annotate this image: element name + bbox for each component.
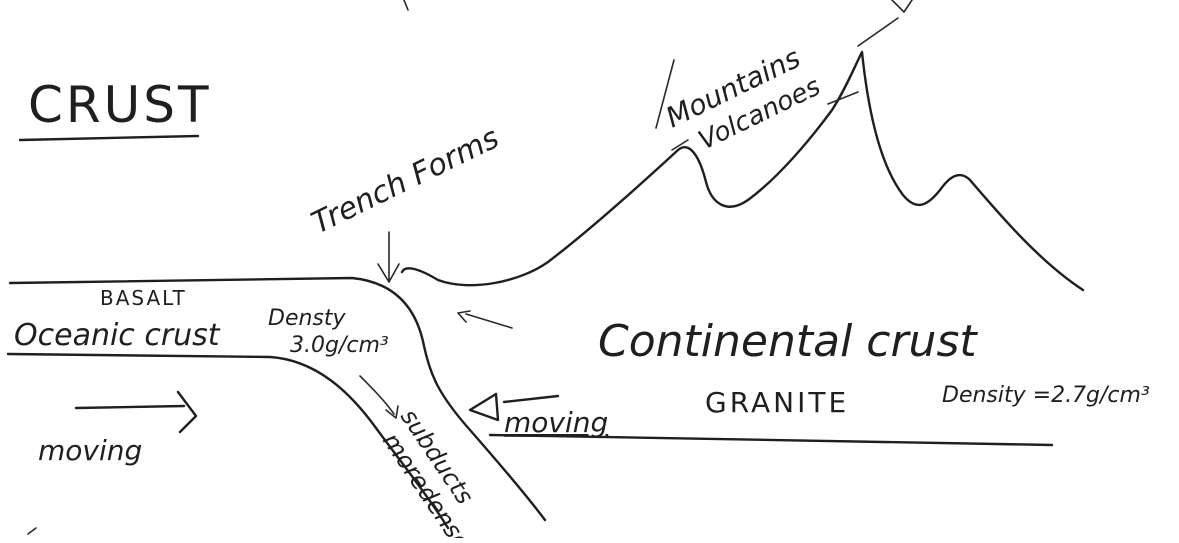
continental-surface-line bbox=[400, 50, 1085, 292]
volcano-top-line bbox=[857, 17, 899, 47]
granite-label: GRANITE bbox=[705, 386, 849, 419]
oceanic-plate-top bbox=[8, 276, 547, 522]
continental-base-line bbox=[488, 433, 1054, 447]
oceanic-plate-bottom bbox=[6, 352, 450, 530]
subduction-arrow bbox=[359, 375, 399, 419]
title-underline bbox=[18, 134, 200, 142]
basalt-label: BASALT bbox=[100, 286, 187, 310]
oceanic-density-line2: 3.0g/cm³ bbox=[290, 333, 389, 358]
moving-label-oceanic: moving bbox=[38, 434, 142, 467]
oceanic-motion-arrow bbox=[74, 390, 198, 434]
continental-crust-label: Continental crust bbox=[598, 316, 978, 367]
moving-label-continental: moving bbox=[504, 406, 608, 439]
trench-label: Trench Forms bbox=[306, 120, 504, 241]
volcano-side-mark bbox=[827, 91, 859, 105]
continental-motion-arrow bbox=[468, 392, 560, 422]
mountains-tick bbox=[671, 139, 689, 151]
trench-label-group: Trench Forms bbox=[306, 120, 504, 241]
diagram-title: CRUST bbox=[28, 76, 212, 134]
oceanic-density-line1: Densty bbox=[268, 306, 347, 331]
volcano-top-tick bbox=[891, 0, 913, 13]
scan-mark-top bbox=[403, 0, 409, 11]
trench-arrow bbox=[377, 231, 400, 283]
oceanic-crust-label: Oceanic crust bbox=[14, 318, 221, 353]
continental-density-label: Density =2.7g/cm³ bbox=[942, 383, 1150, 408]
scan-mark-bottom-left bbox=[27, 527, 37, 535]
mountains-bracket bbox=[655, 59, 675, 129]
pointer-arrow bbox=[457, 310, 513, 329]
